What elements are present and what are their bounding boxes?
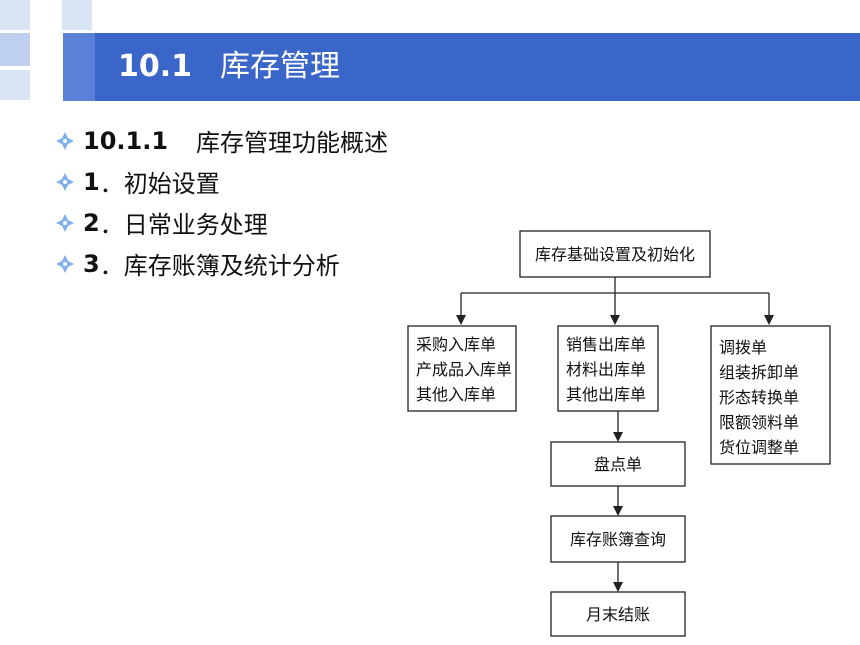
bullet-number: 2 — [83, 208, 100, 237]
month-end-node — [550, 591, 686, 637]
diamond-bullet-icon — [55, 172, 83, 192]
ledger-query-label: 库存账簿查询 — [570, 530, 666, 549]
bullet-item: 1．初始设置 — [55, 161, 388, 202]
decor-square — [62, 0, 92, 30]
bullet-number: 3 — [83, 249, 100, 278]
month-end-label: 月末结账 — [586, 605, 650, 624]
inbound-item: 其他入库单 — [416, 385, 496, 404]
root-node-label: 库存基础设置及初始化 — [535, 245, 695, 264]
outbound-item: 其他出库单 — [566, 385, 646, 404]
outbound-node — [557, 325, 659, 412]
title-bar-accent — [33, 33, 95, 101]
inbound-item: 产成品入库单 — [416, 360, 512, 379]
transfer-item: 调拨单 — [719, 338, 767, 357]
decor-square — [0, 0, 30, 30]
transfer-item: 限额领料单 — [719, 413, 799, 432]
diamond-bullet-icon — [55, 131, 83, 151]
inbound-item: 采购入库单 — [416, 335, 496, 354]
transfer-item: 组装拆卸单 — [719, 363, 799, 382]
decor-square — [0, 33, 30, 66]
outbound-item: 材料出库单 — [566, 360, 646, 379]
transfer-item: 货位调整单 — [719, 438, 799, 457]
bullet-item: 3．库存账簿及统计分析 — [55, 243, 388, 284]
bullet-number: 1 — [83, 167, 100, 196]
page-title: 10.1 库存管理 — [118, 44, 340, 90]
transfer-item: 形态转换单 — [719, 388, 799, 407]
bullet-item: 10.1.1 库存管理功能概述 — [55, 120, 388, 161]
bullet-text: ．库存账簿及统计分析 — [99, 252, 340, 280]
transfer-node — [710, 325, 831, 465]
title-bar — [33, 33, 860, 101]
bullet-text: ．日常业务处理 — [99, 211, 268, 239]
stocktake-node — [550, 441, 686, 487]
inbound-node — [407, 325, 517, 412]
section-title: 库存管理 — [220, 49, 341, 84]
root-node — [519, 230, 711, 278]
bullet-item: 2．日常业务处理 — [55, 202, 388, 243]
bullet-number: 10.1.1 — [83, 126, 169, 155]
outbound-item: 销售出库单 — [566, 335, 646, 354]
stocktake-label: 盘点单 — [594, 455, 642, 474]
bullet-text: 库存管理功能概述 — [196, 129, 389, 157]
diamond-bullet-icon — [55, 213, 83, 233]
bullet-list: 10.1.1 库存管理功能概述 1．初始设置 2．日常业务处理 3．库存账簿及统计… — [55, 120, 388, 284]
section-number: 10.1 — [118, 49, 193, 84]
decor-square — [0, 70, 30, 100]
diamond-bullet-icon — [55, 254, 83, 274]
ledger-query-node — [550, 515, 686, 563]
bullet-text: ．初始设置 — [99, 170, 220, 198]
